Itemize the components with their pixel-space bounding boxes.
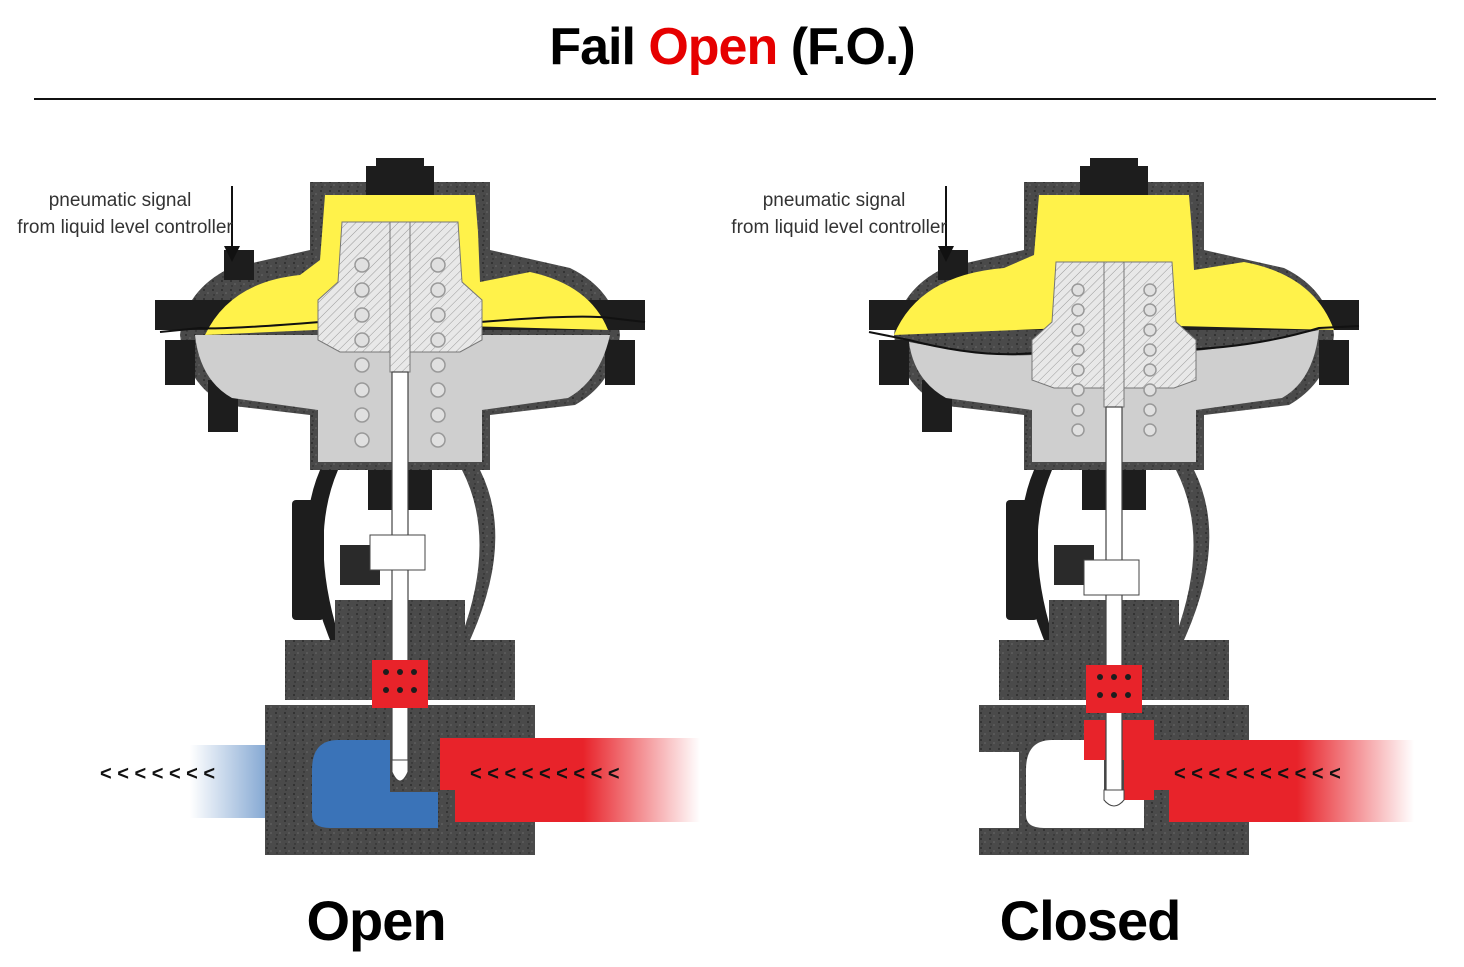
svg-text:< < < < < < <: < < < < < < < <box>100 763 215 785</box>
signal-label-line2: from liquid level controller <box>17 217 233 238</box>
page-title: Fail Open (F.O.) <box>549 18 915 76</box>
title-accent: Open <box>648 18 778 76</box>
caption-closed: Closed <box>999 889 1182 952</box>
caption-open: Open <box>306 889 446 952</box>
valve-open: < < < < < < < < < < < < < < < < pneumati… <box>17 158 700 855</box>
valve-closed: < < < < < < < < < < pneumatic signal fro… <box>731 158 1414 855</box>
title-divider <box>34 98 1436 100</box>
signal-label-line1: pneumatic signal <box>49 190 192 211</box>
svg-text:< < < < < < < < <: < < < < < < < < < <box>470 763 620 785</box>
svg-text:< < < < < < < < < <: < < < < < < < < < < <box>1174 763 1341 785</box>
inlet-flow <box>1154 740 1414 822</box>
inlet-flow <box>440 738 700 822</box>
signal-label-line1: pneumatic signal <box>763 190 906 211</box>
signal-label-line2: from liquid level controller <box>731 217 947 238</box>
